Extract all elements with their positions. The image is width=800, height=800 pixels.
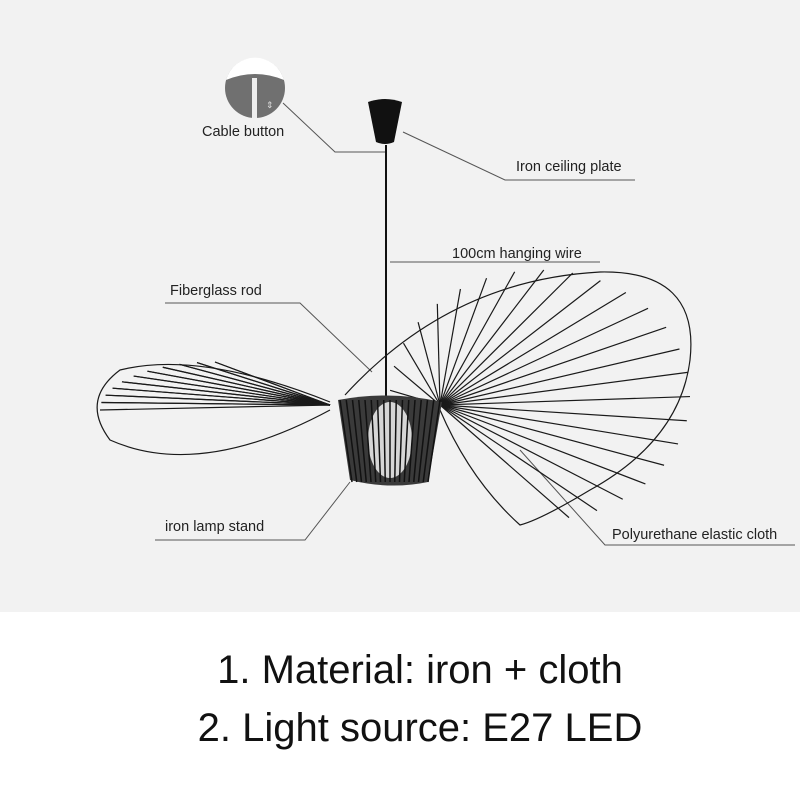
lamp-illustration: ⇕ (96, 57, 795, 546)
left-brim-wire (133, 375, 331, 406)
ceiling-plate-leader (402, 131, 635, 181)
label-fiberglass-rod: Fiberglass rod (170, 283, 262, 299)
right-brim-wire (439, 404, 687, 422)
right-brim-wire (439, 288, 462, 406)
shade-bar (408, 399, 416, 483)
cable-button-leader (282, 102, 385, 153)
right-brim-wire (439, 395, 691, 406)
shade-bar (345, 399, 358, 483)
ceiling-plate-icon (368, 99, 402, 144)
label-hanging-wire: 100cm hanging wire (452, 246, 582, 262)
shade-bar (413, 399, 422, 483)
shade-bar (370, 399, 377, 483)
lamp-stand-leader (155, 481, 351, 541)
right-brim-wire (436, 303, 441, 406)
label-ceiling-plate: Iron ceiling plate (516, 159, 622, 175)
spec-material: 1. Material: iron + cloth (217, 648, 623, 692)
right-brim-wire (439, 348, 680, 406)
shade-bar (394, 399, 397, 483)
left-brim-rim (96, 363, 331, 456)
label-lamp-stand: iron lamp stand (165, 519, 265, 535)
shade-bar (364, 399, 372, 483)
shade-bar (427, 399, 441, 483)
left-brim-wire (112, 387, 331, 406)
shade-bar (398, 399, 404, 483)
right-brim-wire (439, 404, 570, 519)
lamp-diagram: ⇕ Cable button Iron ceiling plate 100cm … (0, 0, 800, 612)
right-brim-wire (439, 404, 624, 500)
left-brim-wire (147, 370, 331, 406)
shade-bar (339, 399, 353, 483)
right-brim-wire (439, 272, 574, 406)
shade-bar (358, 399, 367, 483)
left-brim-wire (99, 404, 331, 411)
fiberglass-rod-leader (165, 302, 373, 373)
shade-bar (351, 399, 363, 483)
shade-bar (417, 399, 429, 483)
cable-button-icon: ⇕ (225, 57, 285, 118)
right-brim-wire (402, 342, 441, 406)
left-brim-wire (121, 381, 331, 406)
spec-light-source: 2. Light source: E27 LED (197, 706, 643, 750)
right-brim-wire (439, 404, 665, 466)
right-brim-rim (344, 271, 692, 526)
left-brim-wire (101, 401, 331, 406)
label-elastic-cloth: Polyurethane elastic cloth (612, 527, 778, 543)
right-brim-wire (439, 404, 679, 445)
left-brim-wire (196, 362, 331, 406)
left-brim-wire (214, 361, 331, 406)
svg-text:⇕: ⇕ (266, 100, 274, 110)
right-brim-wire (439, 404, 646, 485)
right-brim-wire (439, 371, 688, 406)
right-brim-wire (439, 326, 667, 406)
right-brim-wire (439, 291, 627, 406)
elastic-cloth-leader (519, 449, 795, 546)
right-brim-wire (439, 280, 601, 406)
right-brim-wire (439, 269, 545, 406)
shade-bar (383, 399, 386, 483)
right-brim-wire (393, 365, 441, 406)
left-brim-wire (179, 363, 331, 406)
label-cable-button: Cable button (202, 124, 285, 140)
right-brim-wire (439, 404, 598, 512)
right-brim-wire (439, 271, 516, 406)
lamp-shade-icon (338, 395, 442, 486)
shade-bar (422, 399, 435, 483)
shade-bar (403, 399, 410, 483)
shade-bar (376, 399, 382, 483)
right-brim-wire (439, 307, 649, 406)
left-brim-wire (162, 366, 331, 406)
brim-wires (96, 269, 692, 526)
right-brim-wire (439, 278, 488, 406)
left-brim-wire (105, 394, 331, 406)
right-brim-wire (417, 322, 441, 406)
